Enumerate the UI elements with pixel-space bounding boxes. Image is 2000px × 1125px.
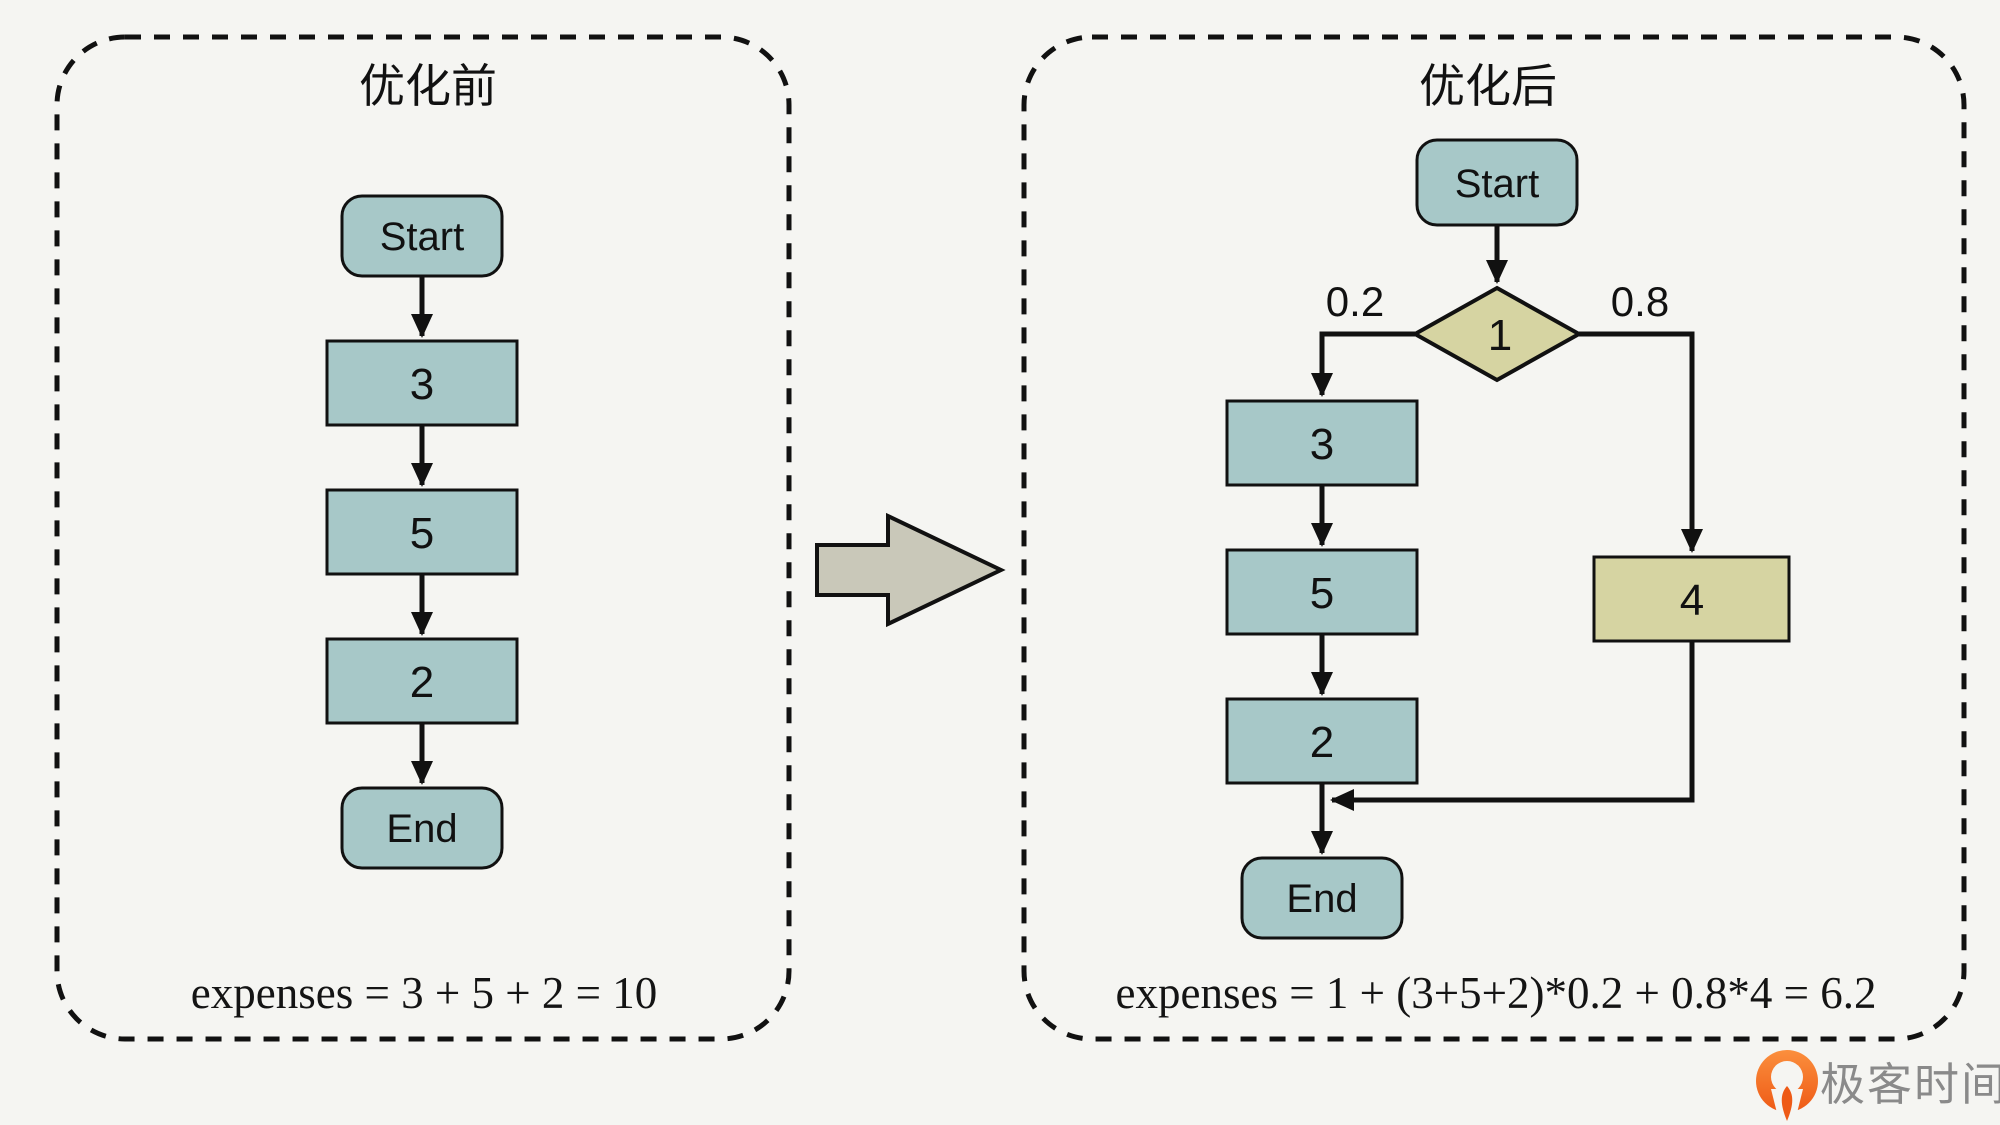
left-end-node — [340, 786, 504, 870]
geektime-logo-inner-circle — [1771, 1061, 1803, 1093]
right-formula: expenses = 1 + (3+5+2)*0.2 + 0.8*4 = 6.2 — [1116, 968, 1877, 1018]
left-panel-title: 优化前 — [359, 60, 497, 112]
right-node-4-label: 4 — [1680, 576, 1704, 625]
left-end-label: End — [386, 807, 457, 851]
geektime-logo-tail — [1781, 1086, 1793, 1121]
right-node-2 — [1225, 697, 1419, 785]
right-decision-node — [1410, 285, 1584, 383]
branch-probability-right: 0.8 — [1611, 278, 1669, 325]
right-panel: 优化后 Start 1 0.2 0.8 3 5 2 4 — [1021, 34, 1967, 1042]
right-node-3 — [1225, 399, 1419, 487]
right-node-2-label: 2 — [1310, 718, 1334, 767]
right-panel-title: 优化后 — [1419, 60, 1557, 112]
left-node-3-label: 3 — [410, 360, 434, 409]
left-node-2 — [325, 637, 519, 725]
transform-arrow-icon — [815, 512, 1006, 628]
left-start-label: Start — [380, 215, 464, 259]
left-node-3 — [325, 339, 519, 427]
right-node-5-label: 5 — [1310, 569, 1334, 618]
branch-probability-left: 0.2 — [1326, 278, 1384, 325]
right-end-node — [1240, 856, 1404, 940]
right-node-4 — [1592, 555, 1791, 643]
right-end-label: End — [1286, 877, 1357, 921]
left-node-5-label: 5 — [410, 509, 434, 558]
left-node-5 — [325, 488, 519, 576]
left-node-2-label: 2 — [410, 658, 434, 707]
geektime-logo: 极客时间 — [1756, 1050, 2000, 1121]
right-panel-border — [1021, 34, 1967, 1042]
left-panel-border — [54, 34, 792, 1042]
geektime-logo-text: 极客时间 — [1820, 1059, 2000, 1110]
left-panel: 优化前 Start 3 5 2 End expenses = 3 + 5 + 2… — [54, 34, 792, 1042]
right-decision-label: 1 — [1488, 311, 1512, 360]
right-start-label: Start — [1455, 162, 1539, 206]
left-start-node — [340, 194, 504, 278]
left-formula: expenses = 3 + 5 + 2 = 10 — [191, 968, 657, 1018]
right-flow-arrow-4-merge — [1330, 641, 1695, 811]
right-flow-arrow-decision-3 — [1311, 331, 1415, 397]
right-flow-arrow-decision-4 — [1579, 331, 1703, 553]
right-node-3-label: 3 — [1310, 420, 1334, 469]
